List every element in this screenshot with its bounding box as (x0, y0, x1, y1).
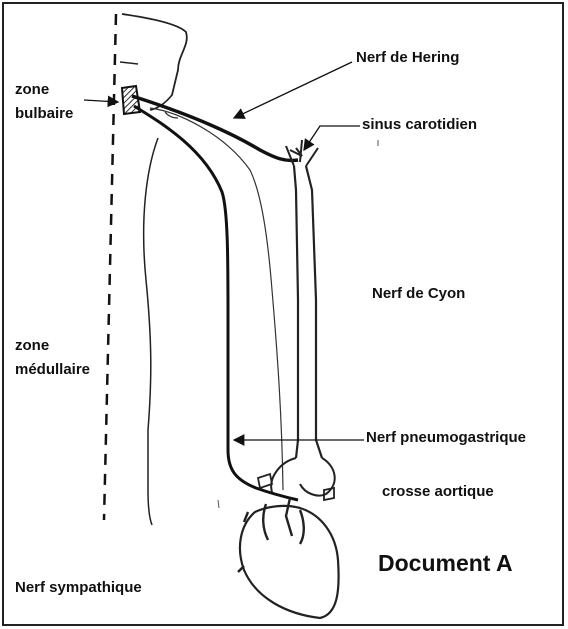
heart-vessels (238, 498, 304, 572)
label-nerf-pneumogastrique: Nerf pneumogastrique (366, 428, 526, 447)
label-zone-bulbaire-line1: zone (15, 80, 49, 99)
cyon-nerve-line (150, 108, 283, 490)
spinal-axis-line (104, 14, 116, 520)
label-zone-medullaire-line2: médullaire (15, 360, 90, 379)
arrow-hering (234, 62, 352, 118)
carotid-left-wall (294, 166, 298, 458)
arrow-sinus (304, 126, 360, 150)
label-sinus-carotidien: sinus carotidien (362, 115, 477, 134)
body-outline (144, 138, 158, 525)
label-zone-bulbaire-line2: bulbaire (15, 104, 73, 123)
carotid-right-wall (306, 166, 322, 458)
label-nerf-sympathique: Nerf sympathique (15, 578, 142, 597)
label-nerf-cyon: Nerf de Cyon (372, 284, 465, 303)
heart-outline (240, 506, 339, 618)
label-nerf-hering: Nerf de Hering (356, 48, 459, 67)
bulbar-zone-mark (122, 86, 140, 114)
neck-outline (120, 62, 138, 64)
mark-1 (218, 500, 219, 508)
label-crosse-aortique: crosse aortique (382, 482, 494, 501)
hering-nerve-line (132, 96, 298, 161)
label-zone-medullaire-line1: zone (15, 336, 49, 355)
document-title: Document A (378, 550, 513, 577)
